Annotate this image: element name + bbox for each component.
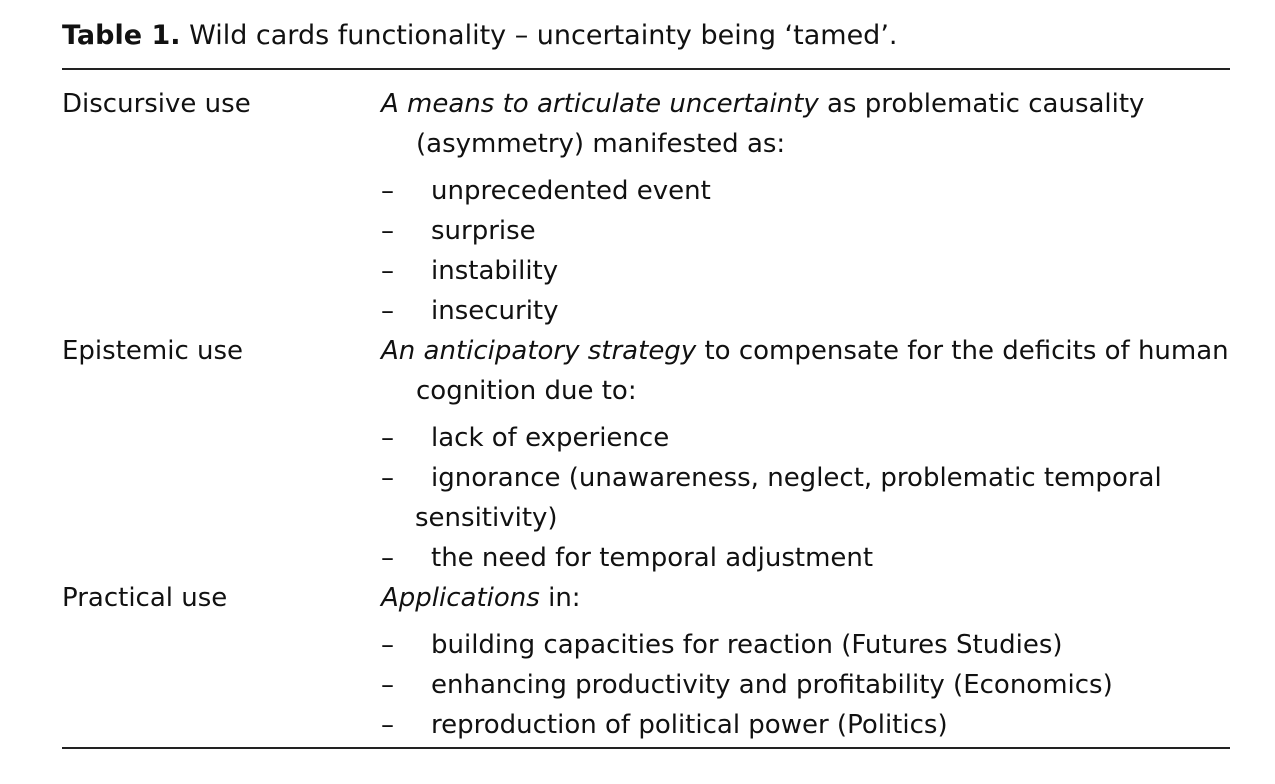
row-description: An anticipatory strategy to compensate f… [381, 331, 1230, 578]
dash-bullet: – [381, 463, 394, 493]
list-item: – unprecedented event [381, 171, 1230, 211]
row-lead-text: Applications in: [381, 578, 1230, 618]
table-caption-title: Wild cards functionality – uncertainty b… [189, 20, 898, 51]
row-lead-rest: in: [539, 583, 581, 613]
row-label: Practical use [62, 583, 228, 613]
dash-bullet: – [381, 216, 394, 246]
dash-bullet: – [381, 710, 394, 740]
dash-bullet: – [381, 256, 394, 286]
list-item: – the need for temporal adjustment [381, 538, 1230, 578]
row-lead-italic: Applications [381, 583, 540, 613]
dash-bullet: – [381, 296, 394, 326]
row-lead-rest: to compensate for the deficits of human … [416, 336, 1229, 406]
list-item: – insecurity [381, 291, 1230, 331]
row-bullet-list: – unprecedented event – surprise – instabil… [381, 171, 1230, 331]
row-lead-rest: as problematic causality (asymmetry) man… [416, 89, 1145, 159]
dash-bullet: – [381, 176, 394, 206]
row-bullet-list: – lack of experience – ignorance (unawaren… [381, 418, 1230, 578]
row-lead-text: An anticipatory strategy to compensate f… [381, 331, 1230, 411]
list-item-text: insecurity [431, 296, 559, 326]
list-item-text-continuation: sensitivity) [415, 503, 558, 533]
list-item: – enhancing productivity and profitabilit… [381, 665, 1230, 705]
table-bottom-rule [62, 747, 1230, 749]
list-item: – surprise [381, 211, 1230, 251]
list-item-text: enhancing productivity and profitability… [431, 670, 1113, 700]
list-item-text: unprecedented event [431, 176, 711, 206]
list-item: – building capacities for reaction (Futur… [381, 625, 1230, 665]
list-item-text: lack of experience [431, 423, 670, 453]
list-item: – instability [381, 251, 1230, 291]
table-top-rule [62, 68, 1230, 70]
table-caption-label: Table 1. [62, 20, 181, 51]
row-label: Discursive use [62, 89, 251, 119]
row-description: A means to articulate uncertainty as pro… [381, 84, 1230, 331]
table-page: Table 1. Wild cards functionality – unce… [62, 0, 1230, 784]
list-item-text: building capacities for reaction (Future… [431, 630, 1063, 660]
dash-bullet: – [381, 543, 394, 573]
table-caption: Table 1. Wild cards functionality – unce… [62, 18, 898, 54]
row-description: Applications in: – building capacities fo… [381, 578, 1230, 745]
dash-bullet: – [381, 670, 394, 700]
row-label: Epistemic use [62, 336, 244, 366]
list-item-text: the need for temporal adjustment [431, 543, 874, 573]
list-item: – reproduction of political power (Politi… [381, 705, 1230, 745]
row-lead-italic: An anticipatory strategy [381, 336, 697, 366]
row-bullet-list: – building capacities for reaction (Futur… [381, 625, 1230, 745]
list-item-text: surprise [431, 216, 536, 246]
list-item-text: ignorance (unawareness, neglect, problem… [431, 463, 1162, 493]
list-item-text: instability [431, 256, 559, 286]
list-item: – lack of experience [381, 418, 1230, 458]
row-lead-italic: A means to articulate uncertainty [381, 89, 819, 119]
list-item: – ignorance (unawareness, neglect, proble… [381, 458, 1230, 538]
list-item-text: reproduction of political power (Politic… [431, 710, 948, 740]
row-lead-text: A means to articulate uncertainty as pro… [381, 84, 1230, 164]
dash-bullet: – [381, 423, 394, 453]
dash-bullet: – [381, 630, 394, 660]
